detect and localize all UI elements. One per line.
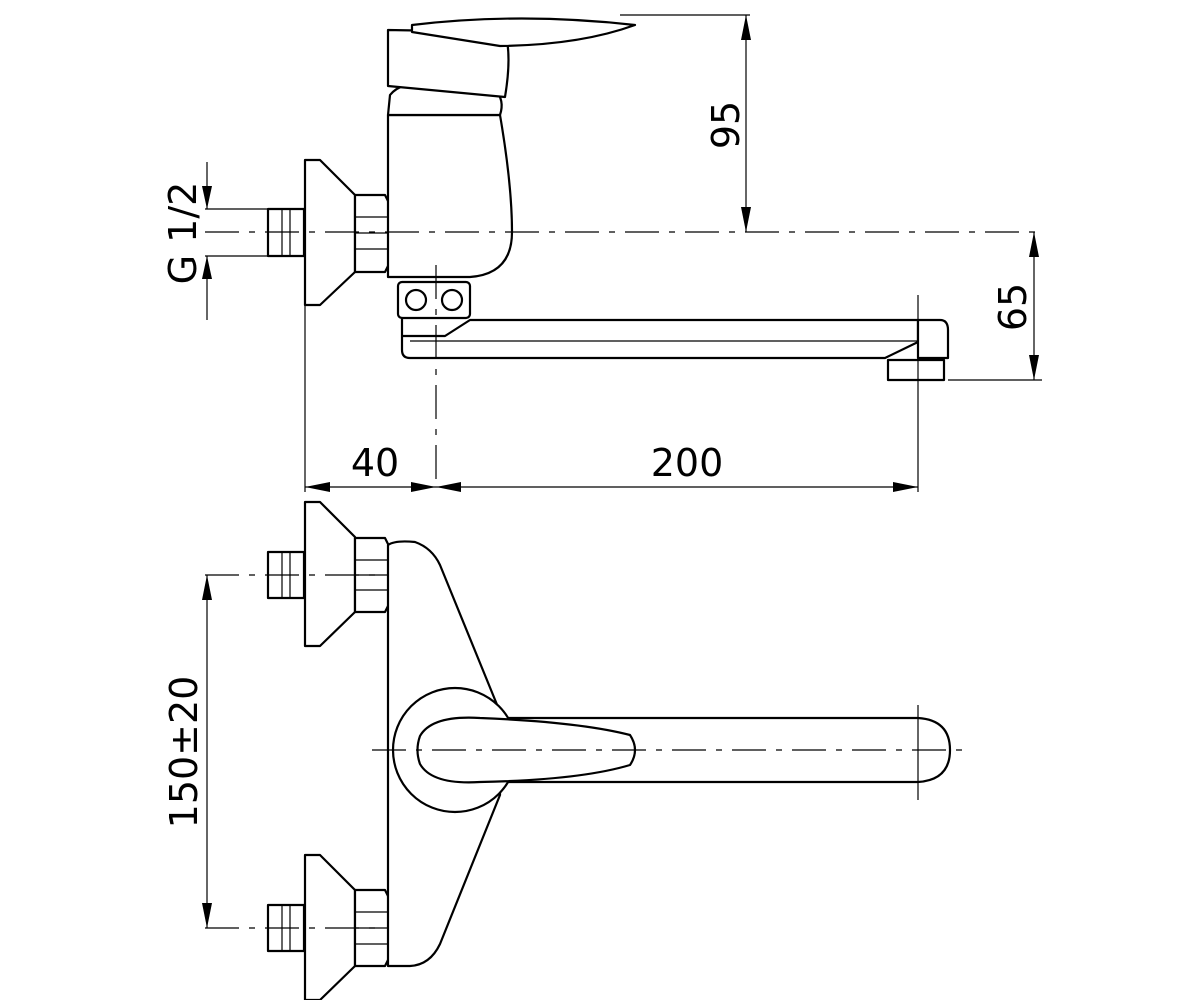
side-spout xyxy=(400,316,920,360)
dim-150-arrow-top xyxy=(202,575,212,600)
side-view-dimensions: 95 65 G 1/2 40 200 xyxy=(161,14,1042,492)
dim-95-arrow-bottom xyxy=(741,207,751,232)
dim-g12-arrow-top xyxy=(202,186,212,209)
side-mixer-body xyxy=(386,113,514,279)
side-spout-tip xyxy=(916,318,950,360)
top-flange-upper xyxy=(303,500,357,648)
dim-95-arrow-top xyxy=(741,15,751,40)
side-aerator xyxy=(886,358,946,382)
dim-200-arrow-left xyxy=(436,482,461,492)
dim-200-arrow-right xyxy=(893,482,918,492)
dim-200-label: 200 xyxy=(651,441,724,485)
dim-40-label: 40 xyxy=(351,441,399,485)
side-collar-hole-left xyxy=(404,288,428,312)
side-view xyxy=(205,17,1040,488)
dim-150-arrow-bottom xyxy=(202,903,212,928)
side-lever xyxy=(410,17,637,48)
side-collar-hole-right xyxy=(440,288,464,312)
dim-g12-label: G 1/2 xyxy=(161,182,205,285)
dim-65-arrow-bottom xyxy=(1029,355,1039,380)
dim-40-arrow-right xyxy=(411,482,436,492)
top-lever xyxy=(416,716,637,784)
top-view-dimensions: 150±20 xyxy=(162,575,212,928)
dim-40-arrow-left xyxy=(305,482,330,492)
dim-65-arrow-top xyxy=(1029,232,1039,257)
dim-150-label: 150±20 xyxy=(162,676,206,829)
dim-g12-arrow-bottom xyxy=(202,256,212,279)
dim-95-label: 95 xyxy=(704,101,748,149)
dim-65-label: 65 xyxy=(991,283,1035,331)
top-view xyxy=(205,500,962,1000)
